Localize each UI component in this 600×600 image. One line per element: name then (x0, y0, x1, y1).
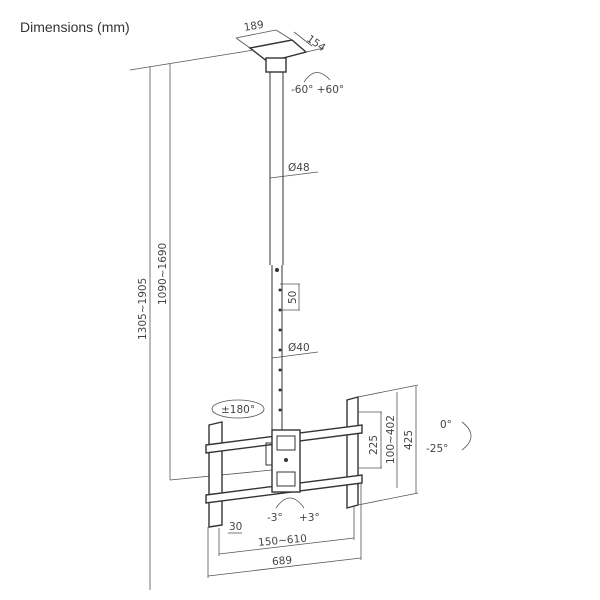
horizontal-range-label: 150~610 (258, 533, 308, 549)
plate-width-label: 189 (243, 19, 265, 34)
tilt-minus25-label: -25° (426, 443, 448, 455)
tv-bracket-frame (205, 396, 363, 528)
level-plus3-label: +3° (299, 512, 320, 524)
swivel-arrow-icon (303, 72, 331, 83)
ceiling-plate (129, 29, 325, 73)
pole-height-label: 1090~1690 (157, 243, 169, 305)
upper-diameter-label: Ø48 (288, 162, 310, 174)
rotation-arrow-icon (211, 399, 265, 419)
tilt-arrow-icon (461, 421, 472, 451)
swivel-label: -60° +60° (291, 84, 344, 96)
total-height-label: 1305~1905 (137, 278, 149, 340)
vertical-range-label: 100~402 (385, 415, 397, 464)
pole (269, 72, 284, 430)
level-arrow-icon (275, 497, 305, 509)
diagram-title: Dimensions (mm) (20, 19, 130, 35)
level-minus3-label: -3° (267, 512, 283, 524)
vertical-225-label: 225 (368, 435, 380, 455)
width-689-label: 689 (272, 554, 293, 568)
rotation-label: ±180° (221, 404, 255, 416)
hole-spacing-label: 50 (287, 291, 299, 304)
plate-depth-label: 154 (304, 33, 328, 55)
tilt-0-label: 0° (440, 419, 452, 431)
vertical-425-label: 425 (403, 430, 415, 450)
lower-diameter-label: Ø40 (288, 342, 310, 354)
depth-30-label: 30 (229, 521, 242, 533)
